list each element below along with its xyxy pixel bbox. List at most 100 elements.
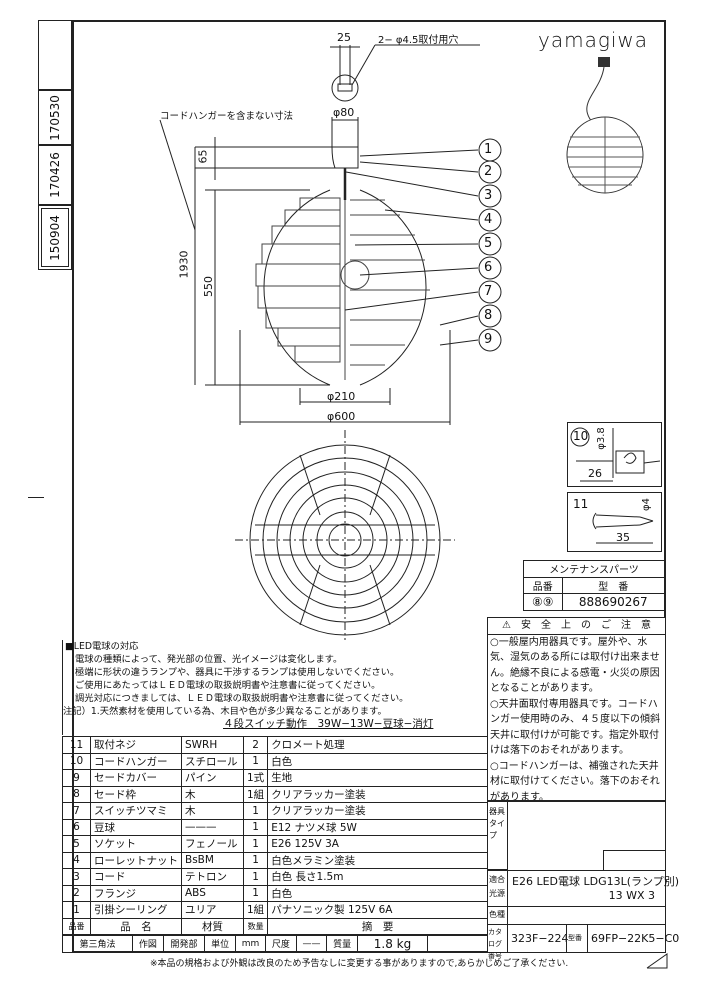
header-qty: 数量 [242, 917, 269, 935]
part-no: 5 [62, 835, 91, 853]
safety-title: ⚠ 安 全 上 の ご 注 意 [488, 618, 665, 635]
callout-6: 6 [484, 260, 493, 275]
detail-10-diameter: φ3.8 [595, 427, 607, 450]
part-qty: 1 [242, 818, 269, 836]
part-summary: クロメート処理 [267, 736, 488, 754]
part-no: 3 [62, 868, 91, 886]
detail-11-number: 11 [573, 497, 589, 511]
detail-11-length: 35 [616, 531, 630, 544]
maintenance-col-no: 品番 [523, 576, 563, 594]
mount-hole-note: 2− φ4.5取付用穴 [378, 35, 459, 46]
part-name: 引掛シーリング [90, 901, 182, 919]
screw-icon [592, 512, 654, 544]
model-number: 69FP−22K5−C0 [591, 932, 680, 945]
part-qty: 1 [242, 884, 269, 902]
maintenance-parts: ⑧⑨ [523, 593, 563, 611]
part-summary: E12 ナツメ球 5W [267, 818, 488, 836]
revision-date: 170530 [38, 90, 72, 145]
header-no: 品番 [62, 917, 91, 935]
model-label: 型番 [566, 924, 588, 952]
part-material: ABS [181, 884, 244, 902]
flange [331, 146, 359, 169]
part-summary: 白色 長さ1.5m [267, 868, 488, 886]
revision-box-blank [38, 20, 72, 90]
part-material: スチロール [181, 752, 244, 770]
callouts [478, 138, 502, 352]
part-qty: 1 [242, 851, 269, 869]
part-qty: 1 [242, 752, 269, 770]
disclaimer: ※本品の規格および外観は改良のため予告なしに変更する事がありますので,あらかじめ… [150, 959, 569, 969]
color-label: 色種 [488, 906, 508, 924]
drawn-label: 作図 [132, 935, 164, 953]
unit-label: 単位 [204, 935, 236, 953]
dim-65: 65 [196, 149, 210, 164]
led-notes: ■LED電球の対応 電球の種類によって、発光部の位置、光イメージは変化します。 … [62, 640, 487, 735]
callout-1: 1 [484, 142, 493, 157]
part-qty: 1 [242, 802, 269, 820]
maintenance-title: メンテナンスパーツ [523, 560, 665, 578]
part-name: フランジ [90, 884, 182, 902]
maintenance-model: 888690267 [561, 593, 666, 611]
maintenance-col-model: 型 番 [561, 576, 666, 594]
part-name: 取付ネジ [90, 736, 182, 754]
product-thumbnail [566, 57, 644, 194]
header-material: 材質 [181, 917, 244, 935]
callout-3: 3 [484, 188, 493, 203]
callout-7: 7 [484, 284, 493, 299]
part-summary: 白色 [267, 752, 488, 770]
detail-10-length: 26 [588, 467, 602, 480]
projection-method: 第三角法 [62, 935, 133, 953]
notes-title: ■LED電球の対応 [65, 641, 139, 652]
source-value: E26 LED電球 LDG13L(ランプ別) [512, 875, 679, 888]
switch-operation: ４段スイッチ動作 39W−13W−豆球−消灯 [223, 718, 434, 730]
part-no: 8 [62, 785, 91, 803]
part-no: 6 [62, 818, 91, 836]
revision-date-current: 150904 [38, 205, 72, 270]
mass-value: 1.8 kg [357, 935, 428, 953]
detail-11-diameter: φ4 [640, 498, 652, 511]
catalog-label: カタログ番号 [488, 924, 508, 960]
callout-5: 5 [484, 236, 493, 251]
scale-label: 尺度 [265, 935, 297, 953]
part-material: 木 [181, 785, 244, 803]
part-material: パイン [181, 769, 244, 787]
dim-1930: 1930 [177, 250, 191, 279]
part-name: ソケット [90, 835, 182, 853]
part-material: ユリア [181, 901, 244, 919]
ceiling-mount-top-view [331, 74, 359, 102]
mass-label: 質量 [326, 935, 358, 953]
safety-item: ○天井面取付専用器具です。コードハンガー使用時のみ、４５度以下の傾斜天井に取付け… [490, 698, 660, 757]
parts-header-row: 品番品 名材質数量摘 要 [62, 917, 488, 935]
dim-550: 550 [202, 276, 215, 297]
shade-top-view [235, 430, 455, 640]
technical-drawing [159, 44, 502, 640]
shade-right [359, 189, 427, 386]
dim-phi210: φ210 [327, 390, 356, 403]
part-material: BsBM [181, 851, 244, 869]
part-summary: 白色 [267, 884, 488, 902]
callout-2: 2 [484, 164, 493, 179]
part-qty: 2 [242, 736, 269, 754]
part-material: フェノール [181, 835, 244, 853]
part-name: ローレットナット [90, 851, 182, 869]
detail-cord-hanger: 10 φ3.8 26 [567, 422, 662, 487]
part-summary: 生地 [267, 769, 488, 787]
dim-phi600: φ600 [327, 410, 356, 423]
drawing-frame [72, 20, 666, 953]
part-name: セード枠 [90, 785, 182, 803]
part-name: コード [90, 868, 182, 886]
part-qty: 1 [242, 835, 269, 853]
safety-notice: ⚠ 安 全 上 の ご 注 意 ○一般屋内用器具です。屋外や、水気、湿気のある所… [487, 617, 666, 801]
part-summary: パナソニック製 125V 6A [267, 901, 488, 919]
center-mark [28, 497, 44, 498]
part-qty: 1 [242, 868, 269, 886]
part-material: 木 [181, 802, 244, 820]
